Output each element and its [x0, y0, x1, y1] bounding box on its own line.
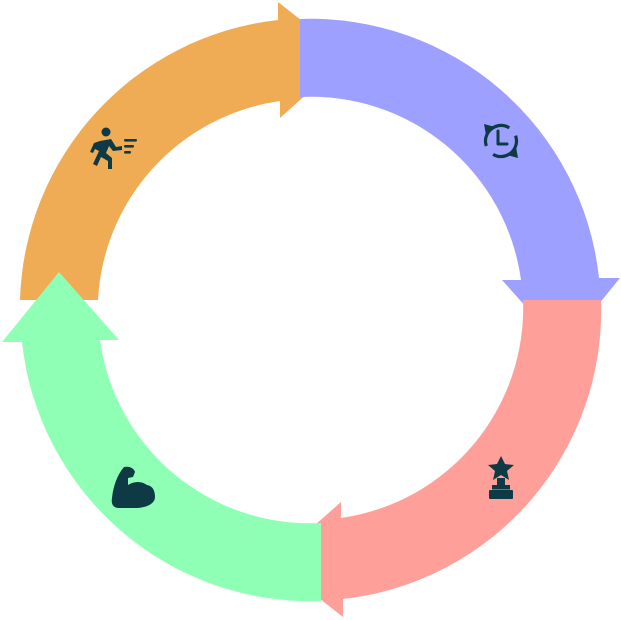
cycle-arrow-speed — [20, 2, 348, 300]
clock-refresh-icon — [483, 123, 519, 159]
flexed-bicep-icon — [111, 466, 155, 508]
star-trophy-icon — [488, 456, 514, 499]
cycle-arrow-routine — [300, 18, 620, 348]
running-person-icon — [90, 127, 137, 169]
cycle-arrow-reward — [273, 300, 602, 617]
cycle-arrow-strength — [2, 272, 321, 602]
